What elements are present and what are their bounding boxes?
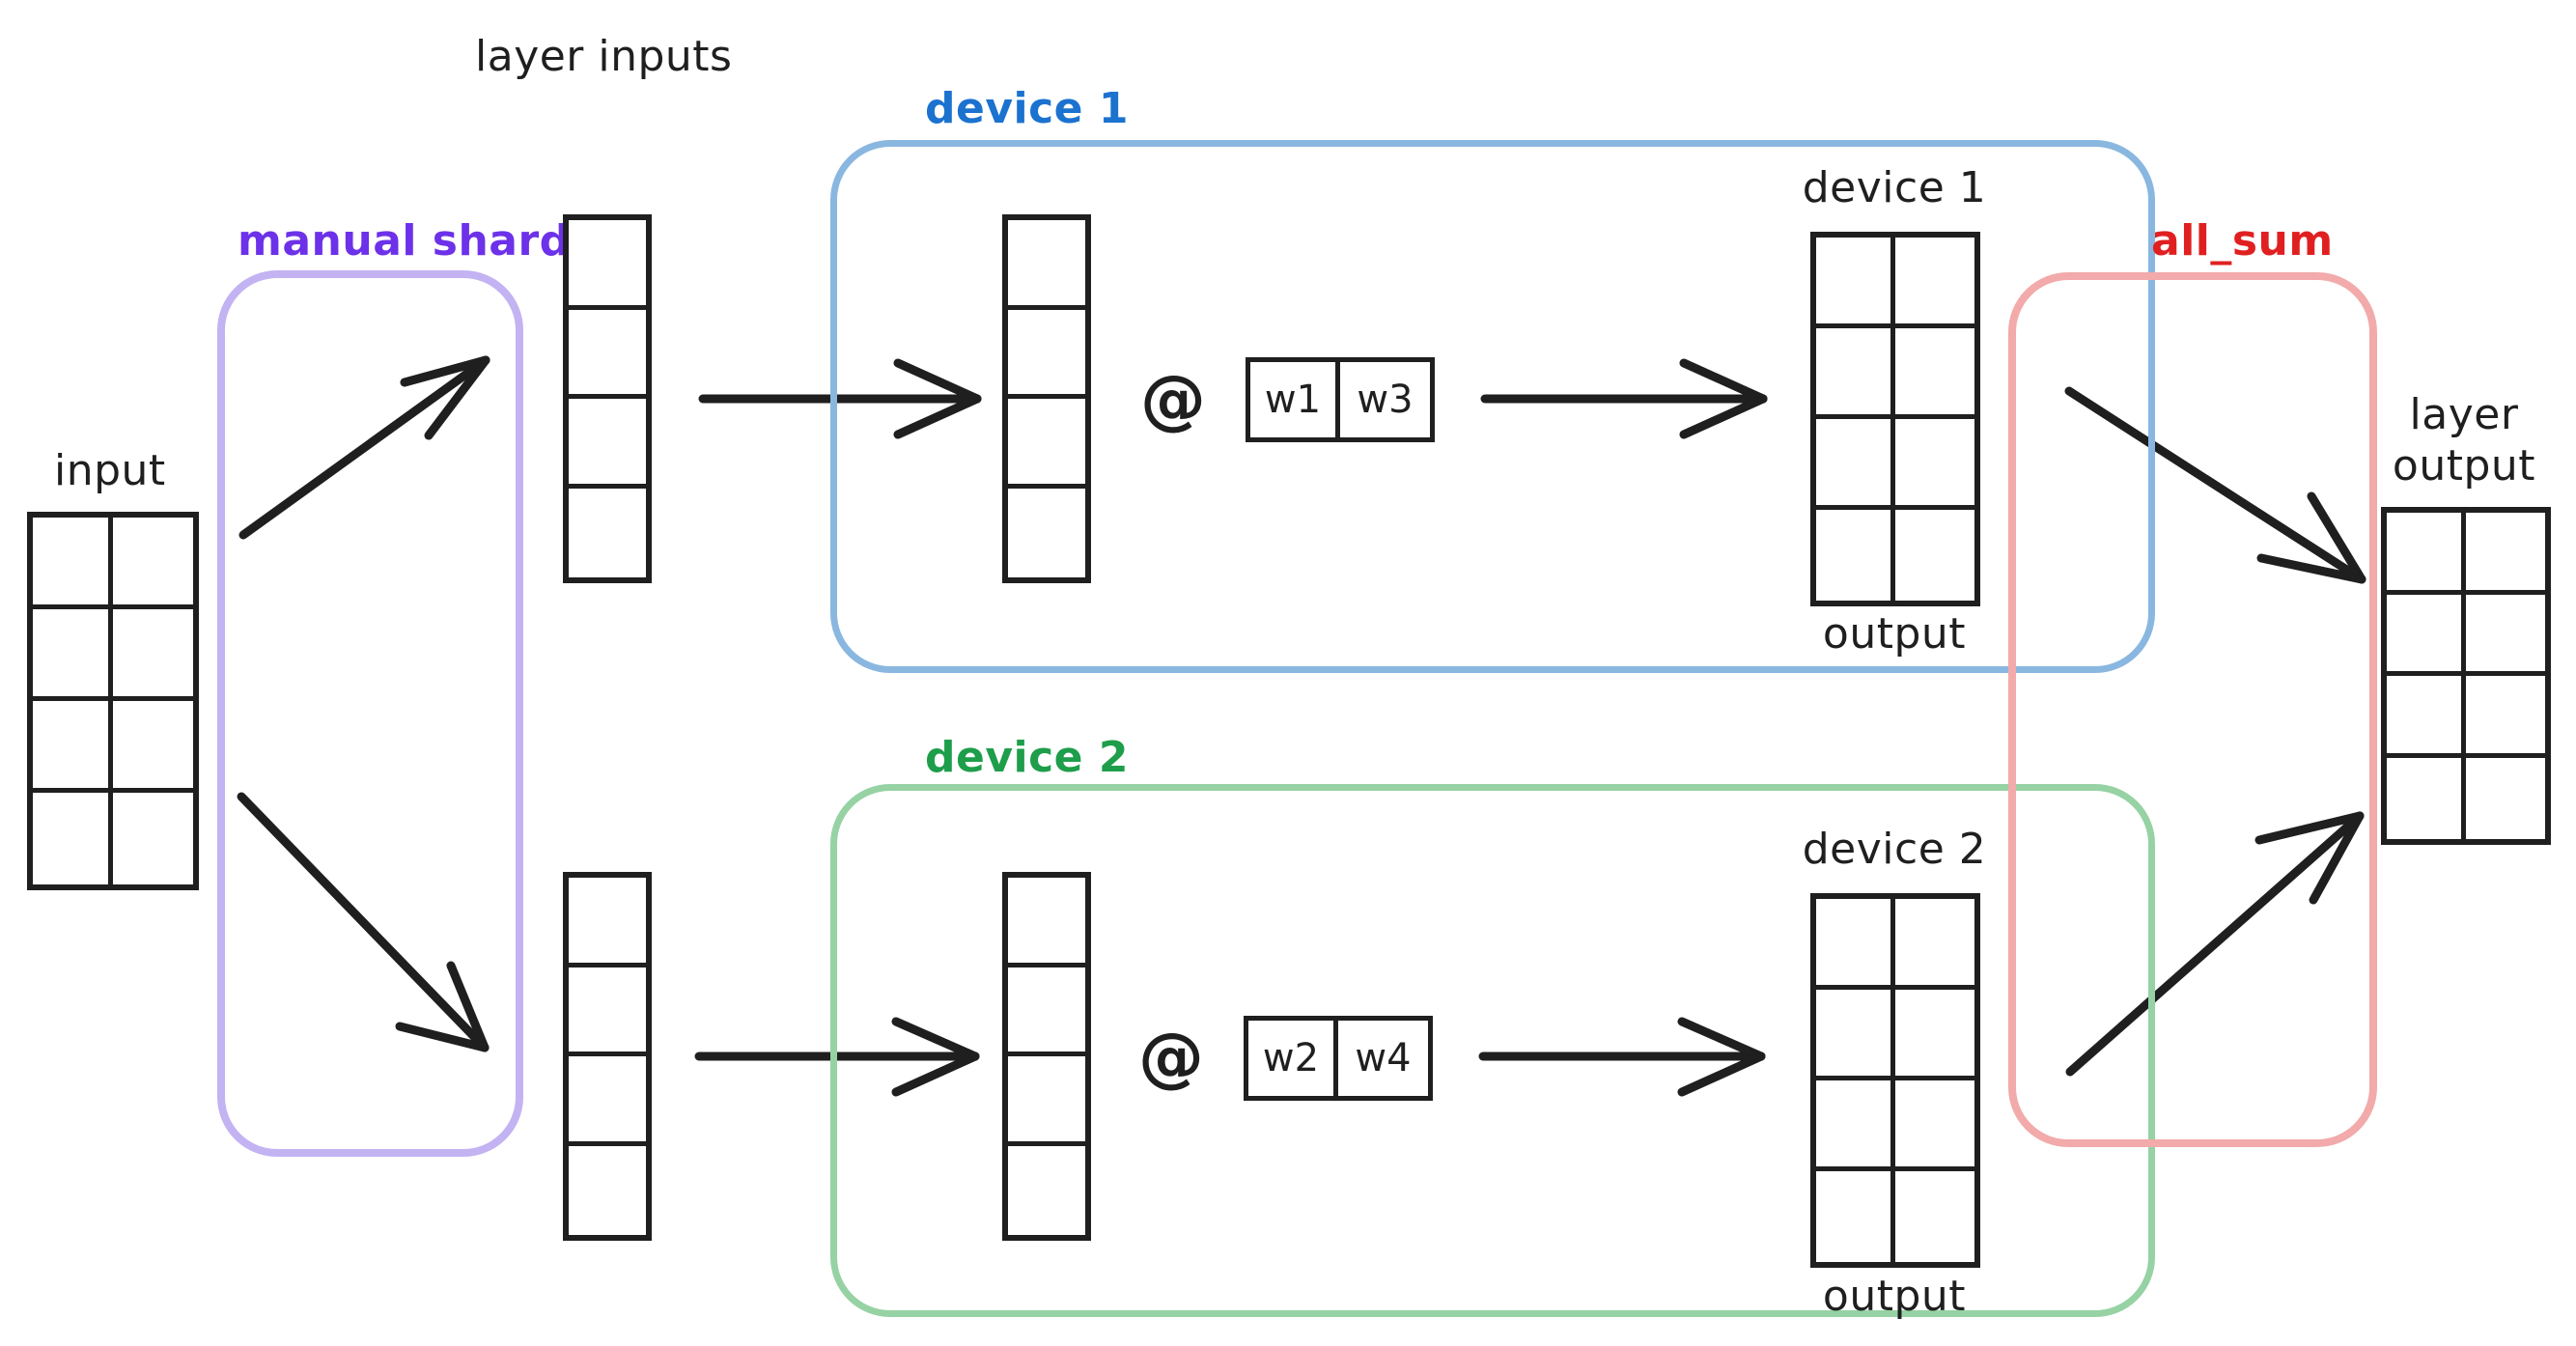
matrix-cell <box>2387 594 2466 676</box>
matrix-cell <box>113 609 193 701</box>
device-1-output-caption: output <box>1822 609 1967 659</box>
matrix-cell <box>569 878 646 967</box>
matrix-cell <box>2387 513 2466 595</box>
matrix-cell <box>113 793 193 884</box>
matrix-cell <box>2387 757 2466 839</box>
layer-output-label-line2: output <box>2392 441 2536 491</box>
matrix-cell <box>1816 1171 1895 1262</box>
matrix-cell <box>2466 594 2545 676</box>
matrix-cell <box>569 220 646 310</box>
device-1-group-label: device 1 <box>925 84 1129 133</box>
matrix-cell <box>1008 878 1085 967</box>
matrix-cell <box>1816 238 1895 328</box>
matrix-cell <box>569 488 646 577</box>
matmul-operator-device-2: @ <box>1138 1019 1204 1096</box>
matrix-cell <box>1008 1145 1085 1235</box>
group-box-all-sum[interactable] <box>2008 272 2377 1147</box>
matrix-cell <box>1816 510 1895 601</box>
matrix-cell <box>569 399 646 489</box>
matrix-cell <box>2387 676 2466 758</box>
matrix-cell <box>1008 309 1085 399</box>
matrix-cell: w3 <box>1340 362 1430 437</box>
group-box-manual-shard[interactable] <box>217 270 523 1157</box>
matrix-cell <box>1895 990 1974 1080</box>
matrix-cell <box>1895 510 1974 601</box>
matrix-cell <box>569 1056 646 1146</box>
matrix-cell: w1 <box>1250 362 1340 437</box>
matrix-cell <box>1008 399 1085 489</box>
matrix-cell <box>1008 488 1085 577</box>
matrix-cell: w4 <box>1338 1021 1428 1096</box>
matrix-cell <box>2466 513 2545 595</box>
group-box-device-2[interactable] <box>830 784 2155 1317</box>
matrix-cell <box>2466 757 2545 839</box>
all-sum-label: all_sum <box>2151 216 2334 266</box>
matrix-cell <box>1816 419 1895 510</box>
matrix-device-2-output <box>1810 893 1980 1268</box>
manual-shard-label: manual shard <box>238 216 571 266</box>
matrix-cell <box>2466 676 2545 758</box>
matrix-layer-input-top <box>563 214 652 583</box>
matrix-cell <box>1008 220 1085 310</box>
matrix-cell <box>1816 328 1895 419</box>
matrix-cell <box>33 518 113 609</box>
matrix-cell <box>33 793 113 884</box>
matrix-cell <box>569 967 646 1056</box>
matrix-cell: w2 <box>1248 1021 1338 1096</box>
matrix-cell <box>1895 328 1974 419</box>
matrix-cell <box>1008 1056 1085 1146</box>
matrix-cell <box>1008 967 1085 1056</box>
matrix-cell <box>33 609 113 701</box>
device-2-group-label: device 2 <box>925 733 1129 782</box>
matrix-layer-output <box>2381 507 2551 845</box>
matrix-layer-input-bottom <box>563 872 652 1241</box>
matrix-cell <box>113 701 193 793</box>
matrix-cell <box>1816 1080 1895 1171</box>
matrix-cell <box>1816 990 1895 1080</box>
layer-output-label-line1: layer <box>2409 390 2519 439</box>
matrix-cell <box>569 1145 646 1235</box>
matrix-cell <box>1895 1171 1974 1262</box>
matrix-input <box>27 512 199 890</box>
matrix-device-2-shard <box>1002 872 1091 1241</box>
matrix-cell <box>1895 1080 1974 1171</box>
input-label: input <box>54 446 166 495</box>
matrix-cell <box>1895 899 1974 990</box>
device-2-output-caption: output <box>1822 1272 1967 1321</box>
matrix-cell <box>1895 419 1974 510</box>
group-box-device-1[interactable] <box>830 140 2155 673</box>
layer-inputs-label: layer inputs <box>475 32 733 81</box>
matrix-device-1-shard <box>1002 214 1091 583</box>
matrix-cell <box>33 701 113 793</box>
matrix-device-1-output <box>1810 232 1980 606</box>
matrix-cell <box>569 309 646 399</box>
device-2-output-title: device 2 <box>1802 825 1987 874</box>
matrix-cell <box>1895 238 1974 328</box>
matmul-operator-device-1: @ <box>1140 361 1206 438</box>
matrix-cell <box>113 518 193 609</box>
device-1-output-title: device 1 <box>1802 163 1987 212</box>
matrix-cell <box>1816 899 1895 990</box>
